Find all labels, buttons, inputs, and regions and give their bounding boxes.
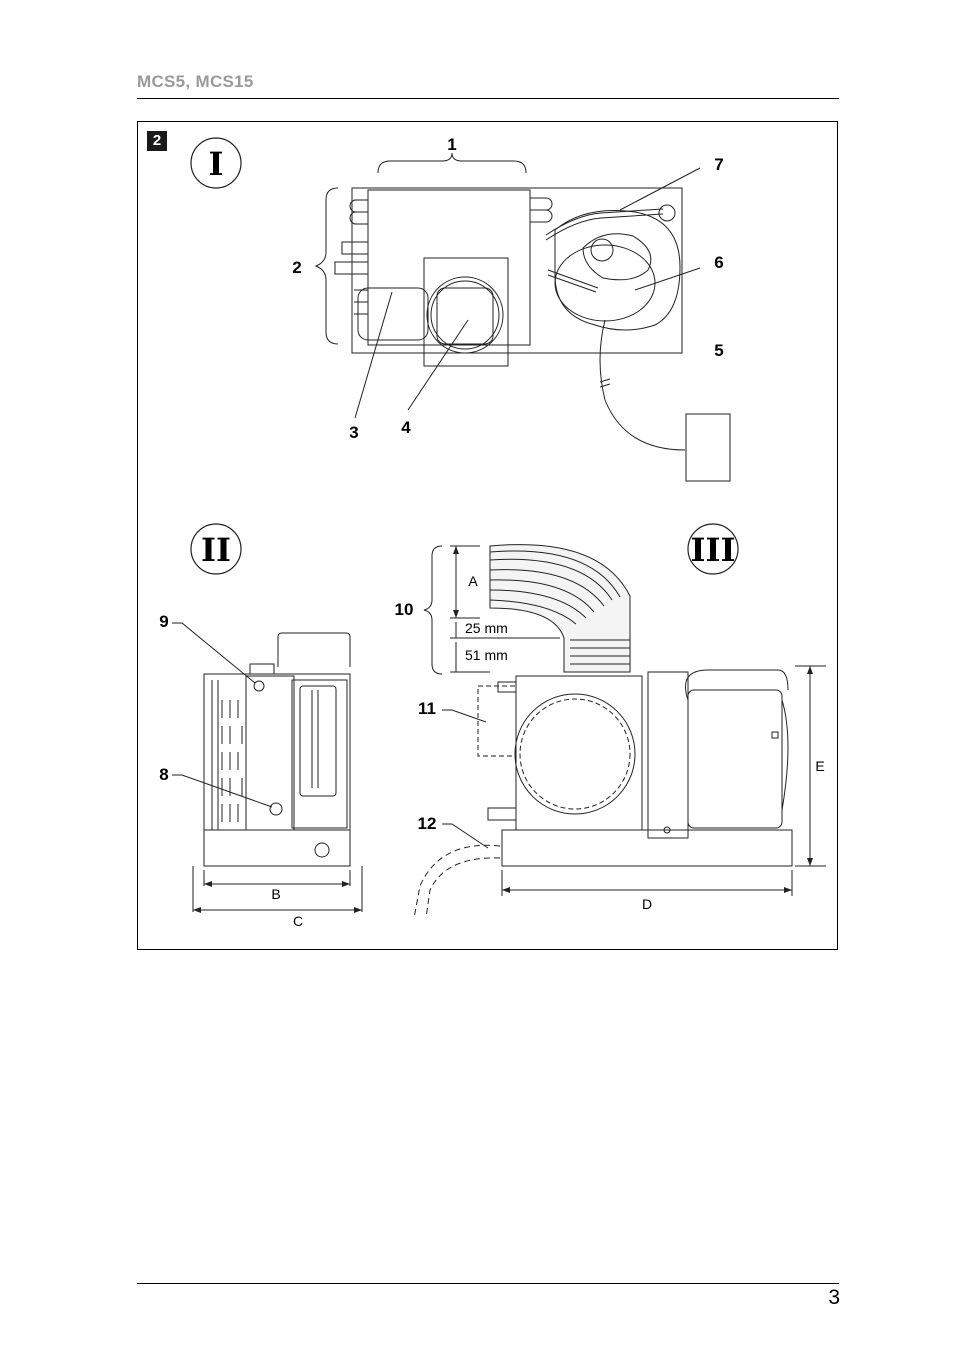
figure-frame [137,121,838,950]
header-rule [137,98,839,99]
page-number: 3 [828,1286,840,1309]
dimension-d: D [642,896,652,912]
callout-1: 1 [447,135,456,154]
callout-10: 10 [395,600,414,619]
callout-2: 2 [292,258,301,277]
dimension-a: A [468,573,478,589]
callout-12: 12 [418,814,437,833]
callout-9: 9 [159,612,168,631]
view-label-i: I [209,145,224,183]
dimension-c: C [293,913,303,929]
view-i-drawing [190,137,731,482]
view-label-ii: II [201,531,231,569]
header-title: MCS5, MCS15 [137,72,254,91]
footer-rule [137,1283,839,1284]
dimension-25mm: 25 mm [465,620,508,636]
view-ii-drawing [172,523,363,912]
callout-8: 8 [159,765,168,784]
view-label-iii: III [691,531,736,569]
view-iii-drawing [413,523,826,919]
callout-3: 3 [349,423,358,442]
dimension-e: E [815,758,824,774]
callout-5: 5 [714,341,723,360]
figure-number-badge: 2 [147,131,167,151]
callout-4: 4 [401,418,411,437]
callout-11: 11 [418,699,436,718]
dimension-b: B [271,886,280,902]
dimension-51mm: 51 mm [465,647,508,663]
callout-7: 7 [714,155,723,174]
callout-6: 6 [714,253,723,272]
